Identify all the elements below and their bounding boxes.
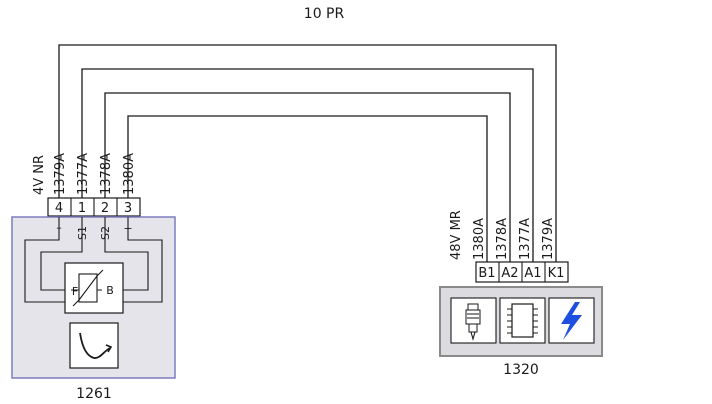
right-pin-b1: B1 <box>478 266 495 281</box>
left-wire-label-1379A: 1379A <box>53 153 68 195</box>
sensor-letter-f: F <box>72 285 78 298</box>
lightning-icon <box>548 297 595 344</box>
wires <box>58 44 557 262</box>
right-wire-label-1379A: 1379A <box>541 218 556 260</box>
right-connector-label: 48V MR <box>449 210 464 260</box>
right-wire-label-1380A: 1380A <box>472 218 487 260</box>
left-wire-label-1378A: 1378A <box>99 153 114 195</box>
right-wire-label-1377A: 1377A <box>518 218 533 260</box>
left-wire-label-1380A: 1380A <box>122 153 137 195</box>
left-pin-3: 3 <box>124 201 132 216</box>
left-pin-4: 4 <box>55 201 63 216</box>
chip-icon <box>499 297 546 344</box>
component-1261: 4V NR 1379A 1377A 1378A 1380A 4 1 2 3 – … <box>11 153 176 402</box>
sensor-letter-b: B <box>106 284 114 297</box>
right-pin-k1: K1 <box>548 266 565 281</box>
left-component-id: 1261 <box>76 386 112 402</box>
right-pin-a2: A2 <box>501 266 518 281</box>
harness-label: 10 PR <box>304 6 345 22</box>
right-pin-a1: A1 <box>524 266 541 281</box>
pedal-icon <box>69 322 119 369</box>
right-component-id: 1320 <box>503 362 539 378</box>
component-1320: 48V MR 1380A 1378A 1377A 1379A B1 A2 A1 … <box>439 210 603 378</box>
wire-1377A <box>81 68 534 262</box>
left-wire-label-1377A: 1377A <box>76 153 91 195</box>
wire-1380A <box>127 115 488 262</box>
left-pin-1: 1 <box>78 201 86 216</box>
sensor-icon <box>64 262 124 314</box>
wire-1379A <box>58 44 557 262</box>
left-connector-label: 4V NR <box>32 155 47 195</box>
left-pin-2: 2 <box>101 201 109 216</box>
wire-1378A <box>104 92 511 262</box>
right-wire-label-1378A: 1378A <box>495 218 510 260</box>
injector-icon <box>450 297 497 344</box>
